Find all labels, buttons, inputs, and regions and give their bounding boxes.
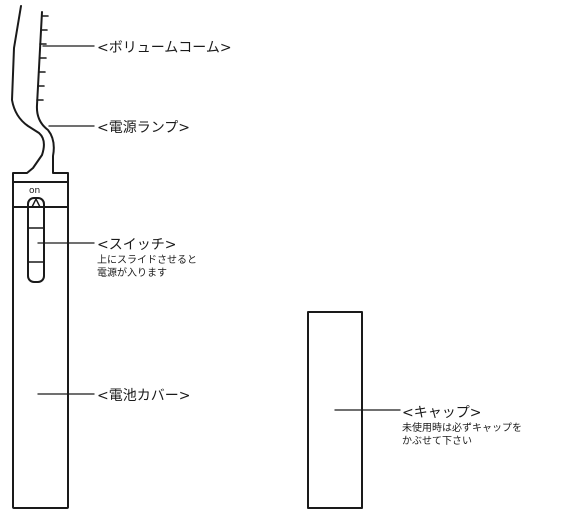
label-switch: <スイッチ> 上にスライドさせると 電源が入ります	[97, 234, 197, 280]
battery-cover-body	[12, 206, 69, 509]
label-battery-title: <電池カバー>	[97, 388, 191, 404]
comb-head-outline	[11, 5, 45, 183]
label-cap-desc-1: 未使用時は必ずキャップを	[402, 423, 522, 434]
on-arrow-icon	[31, 198, 41, 208]
label-switch-desc-2: 電源が入ります	[97, 268, 167, 279]
switch-slot	[27, 197, 45, 283]
comb-head-inner	[35, 11, 69, 183]
comb-teeth	[36, 15, 49, 101]
label-switch-desc-1: 上にスライドさせると	[97, 255, 197, 266]
switch-housing	[12, 181, 69, 208]
label-cap-desc-2: かぶせて下さい	[402, 436, 472, 447]
label-comb: <ボリュームコーム>	[97, 37, 232, 57]
label-lamp-title: <電源ランプ>	[97, 120, 191, 136]
label-cap: <キャップ> 未使用時は必ずキャップを かぶせて下さい	[402, 402, 522, 448]
label-switch-title: <スイッチ>	[97, 237, 177, 253]
label-comb-title: <ボリュームコーム>	[97, 40, 232, 56]
label-cap-title: <キャップ>	[402, 405, 482, 421]
label-lamp: <電源ランプ>	[97, 117, 190, 137]
label-battery: <電池カバー>	[97, 385, 190, 405]
switch-on-marking: on	[29, 186, 41, 196]
